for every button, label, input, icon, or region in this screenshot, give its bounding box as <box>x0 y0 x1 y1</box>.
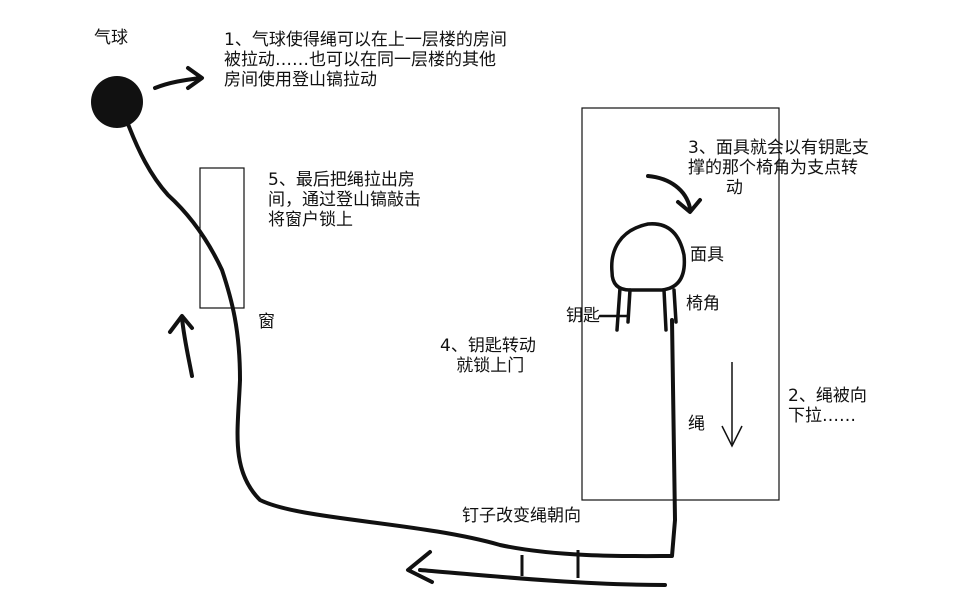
label-nail: 钉子改变绳朝向 <box>462 506 581 526</box>
label-rope: 绳 <box>688 414 705 434</box>
label-step4: 4、钥匙转动 就锁上门 <box>440 336 536 376</box>
rope-return-arrow <box>406 550 434 584</box>
chair-leg-shape <box>662 288 678 332</box>
label-key: 钥匙 <box>566 306 600 326</box>
balloon-shape <box>91 76 143 128</box>
door-rect <box>581 107 780 501</box>
label-mask: 面具 <box>690 245 724 265</box>
mask-shape <box>610 222 687 292</box>
rope-return-line <box>418 568 667 587</box>
balloon-arrow-head <box>186 66 204 90</box>
balloon-arrow <box>153 76 202 90</box>
label-window: 窗 <box>258 312 275 332</box>
rotation-arrow-head <box>676 198 702 214</box>
label-step2: 2、绳被向 下拉…… <box>788 386 867 426</box>
label-balloon: 气球 <box>94 28 128 48</box>
label-step5: 5、最后把绳拉出房 间，通过登山镐敲击 将窗户锁上 <box>268 170 421 230</box>
window-up-arrow <box>180 316 194 378</box>
window-up-arrow-head <box>168 314 194 334</box>
key-leg <box>615 286 632 332</box>
label-chair-leg: 椅角 <box>686 294 720 314</box>
window-rect <box>199 167 245 309</box>
label-step3: 3、面具就会以有钥匙支 撑的那个椅角为支点转 动 <box>688 138 869 198</box>
rope-line <box>126 122 677 559</box>
label-step1: 1、气球使得绳可以在上一层楼的房间 被拉动……也可以在同一层楼的其他 房间使用登… <box>224 30 507 90</box>
down-arrow-head <box>721 425 743 448</box>
rotation-arrow <box>646 174 692 210</box>
